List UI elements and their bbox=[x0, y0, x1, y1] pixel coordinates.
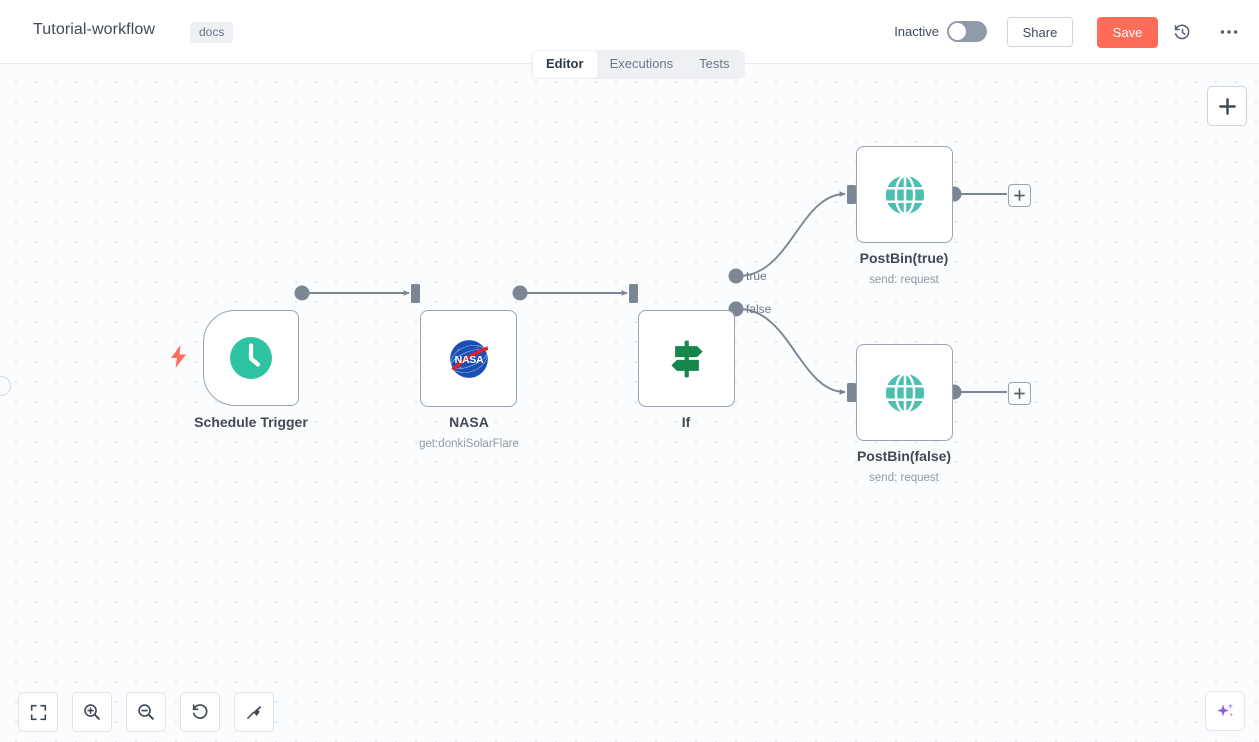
connection-wires bbox=[294, 185, 1007, 402]
wire-if-true-to-postbin-true bbox=[738, 191, 846, 277]
add-node-after-postbin-true[interactable] bbox=[1008, 184, 1031, 207]
zoom-out-button[interactable] bbox=[126, 692, 166, 732]
broom-icon bbox=[247, 705, 262, 719]
tidy-up-button[interactable] bbox=[234, 692, 274, 732]
node-label-postbin-true: PostBin(true) bbox=[859, 250, 949, 266]
node-subtitle-postbin-true: send: request bbox=[869, 274, 939, 286]
svg-text:NASA: NASA bbox=[454, 353, 483, 365]
node-postbin-true[interactable] bbox=[856, 146, 953, 243]
activation-status-label: Inactive bbox=[894, 24, 939, 39]
add-node-button[interactable] bbox=[1207, 86, 1247, 126]
workflow-canvas[interactable]: Schedule Trigger NASA NASA get:donkiSola… bbox=[0, 64, 1259, 742]
output-label-false: false bbox=[746, 302, 772, 316]
save-button[interactable]: Save bbox=[1097, 17, 1158, 48]
activation-toggle[interactable] bbox=[947, 21, 987, 42]
output-port-nasa bbox=[512, 285, 528, 301]
output-port-if-true bbox=[728, 268, 744, 284]
lightning-bolt-icon bbox=[170, 345, 187, 373]
node-label-nasa: NASA bbox=[449, 414, 489, 430]
share-button[interactable]: Share bbox=[1007, 17, 1073, 47]
tab-editor[interactable]: Editor bbox=[533, 51, 597, 78]
node-if[interactable] bbox=[638, 310, 735, 407]
fit-screen-icon bbox=[30, 704, 46, 720]
toggle-knob bbox=[949, 23, 966, 40]
node-label-postbin-false: PostBin(false) bbox=[856, 448, 952, 464]
output-label-true: true bbox=[746, 269, 767, 283]
ellipsis-horizontal-icon[interactable] bbox=[1216, 19, 1242, 45]
zoom-in-button[interactable] bbox=[72, 692, 112, 732]
history-clock-icon[interactable] bbox=[1169, 19, 1195, 45]
input-port-nasa bbox=[411, 284, 420, 303]
wire-if-false-to-postbin-false bbox=[738, 308, 846, 395]
node-label-if: If bbox=[681, 414, 691, 430]
node-nasa[interactable]: NASA bbox=[420, 310, 517, 407]
plus-icon bbox=[1014, 388, 1025, 399]
nasa-logo-icon: NASA bbox=[449, 339, 488, 378]
input-port-if bbox=[629, 284, 638, 303]
node-label-schedule-trigger: Schedule Trigger bbox=[194, 414, 308, 430]
node-subtitle-nasa: get:donkiSolarFlare bbox=[419, 438, 519, 450]
workflow-title[interactable]: Tutorial-workflow bbox=[33, 21, 156, 38]
input-port-postbin-true bbox=[847, 185, 856, 204]
globe-icon bbox=[885, 372, 924, 413]
node-schedule-trigger[interactable] bbox=[203, 310, 299, 406]
plus-icon bbox=[1014, 190, 1025, 201]
fit-to-view-button[interactable] bbox=[18, 692, 58, 732]
add-node-after-postbin-false[interactable] bbox=[1008, 382, 1031, 405]
reset-zoom-button[interactable] bbox=[180, 692, 220, 732]
ai-sparkle-icon bbox=[1216, 702, 1233, 717]
undo-arrow-icon bbox=[192, 704, 208, 719]
node-postbin-false[interactable] bbox=[856, 344, 953, 441]
signpost-icon bbox=[670, 340, 703, 377]
plus-icon bbox=[1218, 97, 1236, 115]
ai-assistant-button[interactable] bbox=[1205, 691, 1245, 731]
output-port-trigger bbox=[294, 285, 310, 301]
clock-icon bbox=[230, 337, 272, 379]
input-port-postbin-false bbox=[847, 383, 856, 402]
tab-tests[interactable]: Tests bbox=[699, 56, 730, 71]
node-subtitle-postbin-false: send: request bbox=[869, 472, 939, 484]
magnifier-plus-icon bbox=[84, 704, 100, 720]
tab-executions[interactable]: Executions bbox=[609, 56, 674, 71]
globe-icon bbox=[885, 174, 924, 215]
workflow-tabs: Editor Executions Tests bbox=[531, 50, 745, 79]
workflow-tag-docs[interactable]: docs bbox=[190, 22, 234, 43]
magnifier-minus-icon bbox=[138, 704, 154, 720]
